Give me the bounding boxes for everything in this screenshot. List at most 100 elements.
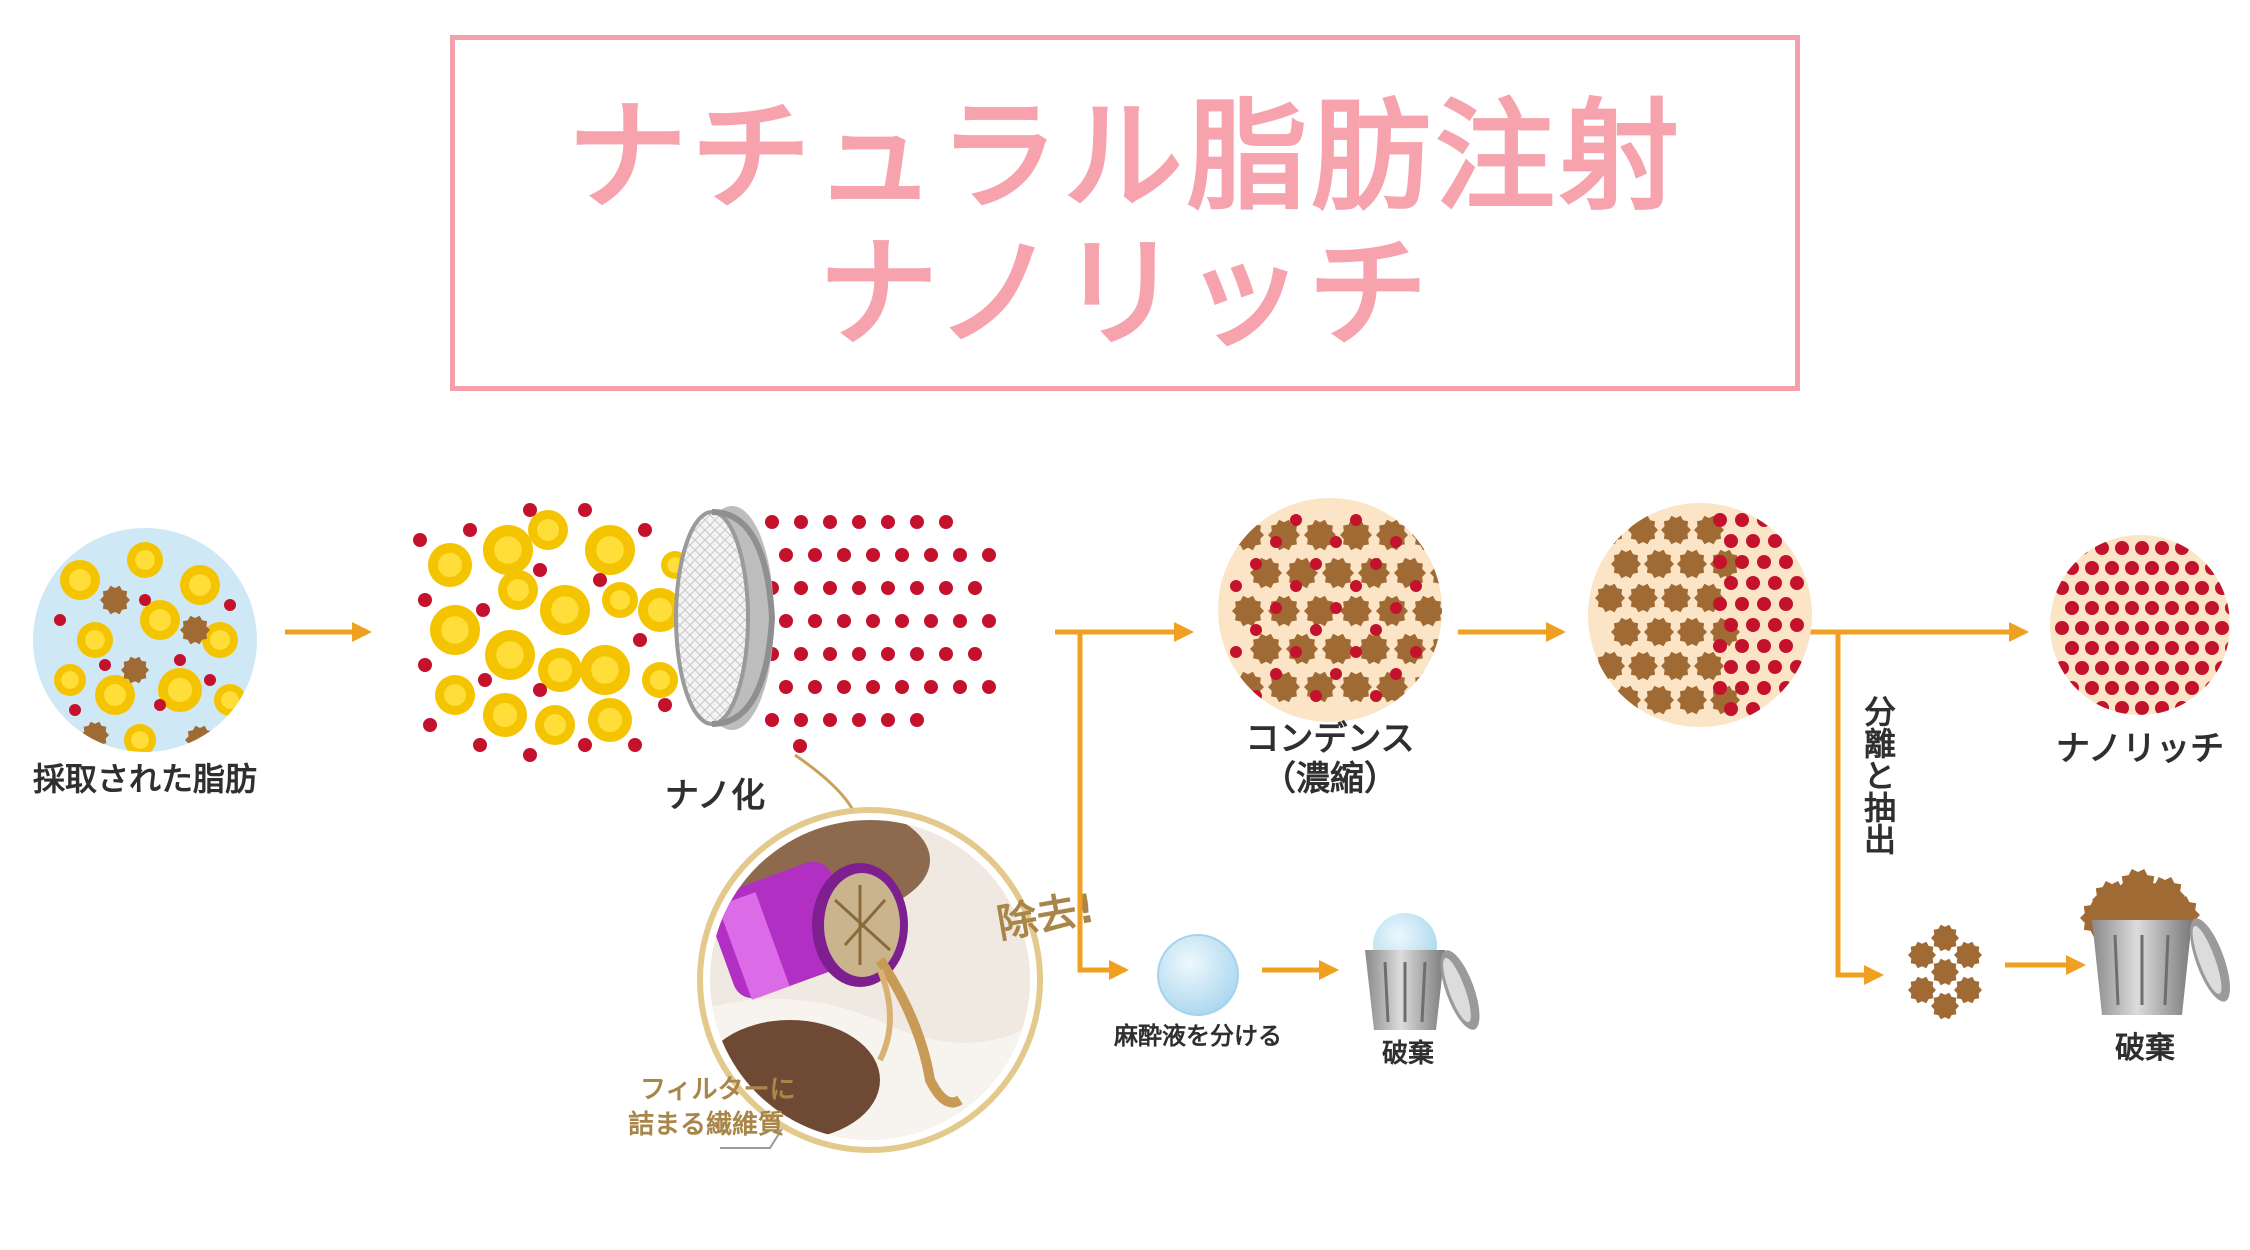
nano-particle xyxy=(765,515,779,529)
fiber-cell xyxy=(1661,583,1691,613)
nano-particle xyxy=(533,563,547,577)
fiber-cell xyxy=(1304,519,1336,551)
nano-particle xyxy=(1757,555,1771,569)
nano-particle xyxy=(1713,555,1727,569)
nano-particle xyxy=(633,633,647,647)
fat-cell-core xyxy=(61,671,79,689)
nano-particle xyxy=(1250,690,1262,702)
nano-particle xyxy=(1230,646,1242,658)
fiber-cell xyxy=(1931,924,1959,952)
fiber-cell xyxy=(1644,617,1674,647)
nano-particle xyxy=(1310,690,1322,702)
nano-particle xyxy=(2115,541,2129,555)
fat-cell-core xyxy=(437,552,463,578)
nano-particle xyxy=(533,683,547,697)
nano-particle xyxy=(794,581,808,595)
nano-particle xyxy=(1390,602,1402,614)
fiber-cell xyxy=(1232,595,1264,627)
fat-cell-core xyxy=(210,630,230,650)
nano-particle xyxy=(793,739,807,753)
discard-label-1: 破棄 xyxy=(1382,1039,1435,1069)
nano-particle xyxy=(1713,597,1727,611)
nano-particle xyxy=(2205,641,2219,655)
nano-particle xyxy=(1713,639,1727,653)
nano-particle xyxy=(968,647,982,661)
harvested-fat-label: 採取された脂肪 xyxy=(33,760,257,798)
fiber-cell xyxy=(121,656,149,684)
nano-particle xyxy=(1757,639,1771,653)
nano-particle xyxy=(418,658,432,672)
nano-particle xyxy=(2215,661,2229,675)
nano-particle xyxy=(1746,534,1760,548)
nano-particle xyxy=(924,548,938,562)
nano-label: ナノ化 xyxy=(665,776,765,816)
fiber-cell xyxy=(1340,595,1372,627)
nano-particle xyxy=(2135,621,2149,635)
nano-particle xyxy=(2155,621,2169,635)
nano-particle xyxy=(476,603,490,617)
nano-particle xyxy=(1790,534,1804,548)
anesthetic-label: 麻酔液を分ける xyxy=(1113,1022,1282,1050)
nano-particle xyxy=(924,614,938,628)
fiber-cell xyxy=(1677,685,1707,715)
nano-particle xyxy=(2055,581,2069,595)
nano-particle xyxy=(1779,513,1793,527)
nano-particle xyxy=(1310,624,1322,636)
nano-particle xyxy=(2075,661,2089,675)
fat-cell-core xyxy=(507,579,529,601)
nano-particle xyxy=(2155,541,2169,555)
fiber-cell xyxy=(1376,671,1408,703)
nano-particle xyxy=(224,599,236,611)
nano-particle xyxy=(2175,621,2189,635)
nano-particle xyxy=(2165,681,2179,695)
nano-particle xyxy=(2225,601,2230,615)
nano-particle xyxy=(895,548,909,562)
nano-particle xyxy=(982,680,996,694)
nano-particle xyxy=(1230,580,1242,592)
nano-particle xyxy=(1757,681,1771,695)
nano-particle xyxy=(852,581,866,595)
nano-particle xyxy=(2055,701,2069,715)
nano-particle xyxy=(2195,581,2209,595)
nano-particle xyxy=(866,680,880,694)
nano-particle xyxy=(1757,513,1771,527)
nano-particle xyxy=(2225,561,2230,575)
nano-particle xyxy=(1713,513,1727,527)
nano-particle xyxy=(478,673,492,687)
nano-particle xyxy=(2085,641,2099,655)
nano-particle xyxy=(895,614,909,628)
nano-particle xyxy=(2095,621,2109,635)
nano-particle xyxy=(2095,541,2109,555)
nano-particle xyxy=(2145,681,2159,695)
fiber-cell xyxy=(1304,595,1336,627)
nano-particle xyxy=(2135,701,2149,715)
nano-particle xyxy=(1779,681,1793,695)
fat-cell-core xyxy=(597,707,623,733)
nano-filter-icon xyxy=(674,506,776,730)
nano-particle xyxy=(852,647,866,661)
nano-particle xyxy=(1410,514,1422,526)
nano-particle xyxy=(1250,624,1262,636)
nano-particle xyxy=(2195,541,2209,555)
nano-particle xyxy=(99,659,111,671)
nano-particle xyxy=(1724,534,1738,548)
fat-cell-core xyxy=(596,536,624,564)
nano-particle xyxy=(2145,641,2159,655)
nano-particle xyxy=(2105,641,2119,655)
nano-particle xyxy=(2205,681,2219,695)
nano-particle xyxy=(2055,541,2069,555)
nano-particle xyxy=(578,503,592,517)
nano-particle xyxy=(1410,646,1422,658)
fiber-cell xyxy=(1628,583,1658,613)
harvested-fat-dish xyxy=(33,528,257,752)
fiber-cell xyxy=(1644,685,1674,715)
nano-particle xyxy=(1370,624,1382,636)
nano-particle xyxy=(852,515,866,529)
nano-particle xyxy=(523,503,537,517)
nano-particle xyxy=(2075,701,2089,715)
fat-cell-core xyxy=(650,670,670,690)
nano-particle xyxy=(1790,660,1804,674)
nano-particle xyxy=(1746,702,1760,716)
nano-particle xyxy=(823,515,837,529)
nano-particle xyxy=(2095,661,2109,675)
